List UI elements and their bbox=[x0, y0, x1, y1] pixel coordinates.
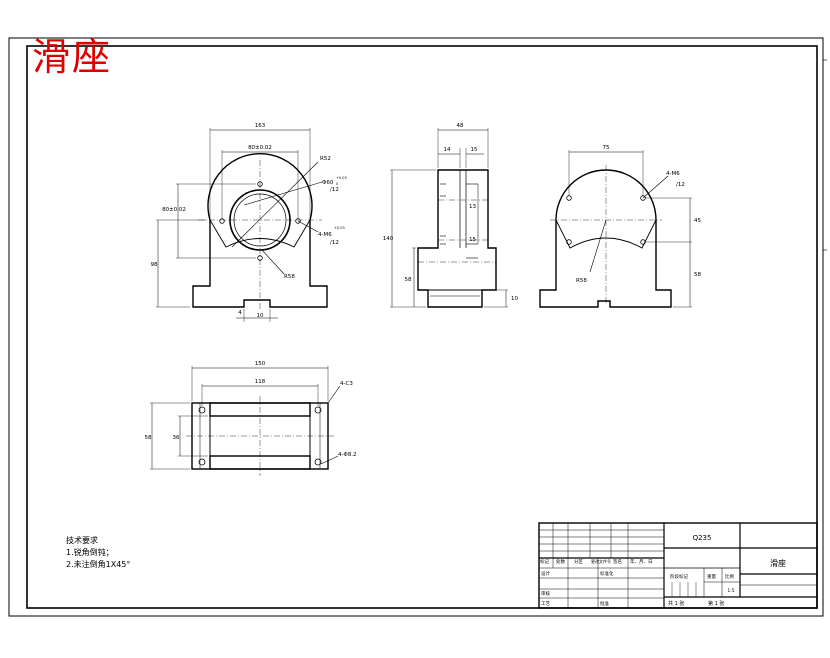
tb-col-zone: 分区 bbox=[574, 558, 583, 565]
drawing-title-stamp: 滑座 bbox=[32, 35, 113, 79]
dim-rear-58: 58 bbox=[694, 272, 701, 278]
tb-col-signature: 签名 bbox=[613, 558, 622, 565]
dim-front-height-pos: 80±0.02 bbox=[162, 207, 186, 213]
dim-front-slot-depth: 4 bbox=[238, 310, 242, 316]
dim-front-bore-tol-up: +0.03 bbox=[336, 176, 347, 180]
tb-process: 工艺 bbox=[541, 601, 550, 607]
side-view-dims: 48 14 15 140 58 10 13 15 bbox=[383, 123, 519, 302]
dim-side-mark-13: 13 bbox=[469, 204, 476, 210]
front-view bbox=[156, 128, 328, 322]
front-view-dims: 163 80±0.02 80±0.02 98 R52 Φ60 +0.03 0 /… bbox=[151, 123, 347, 319]
tb-approve: 批准 bbox=[600, 600, 609, 607]
rear-view-dims: 75 4-M6 /12 45 58 R58 bbox=[576, 145, 701, 284]
side-view bbox=[390, 128, 508, 308]
dim-front-bore-span: 80±0.02 bbox=[248, 145, 272, 151]
tb-weight: 重量 bbox=[707, 573, 716, 580]
dim-front-overall-h: 98 bbox=[151, 262, 158, 268]
tb-standardize: 标准化 bbox=[600, 570, 614, 577]
tech-note-item: 1.锐角倒钝； bbox=[66, 548, 114, 557]
dim-front-r-bottom: R58 bbox=[284, 274, 295, 280]
inner-border bbox=[26, 45, 818, 609]
dim-top-corner: 4-C3 bbox=[340, 381, 353, 387]
dim-side-total-h: 140 bbox=[383, 236, 394, 242]
dim-side-lower-h: 58 bbox=[405, 277, 412, 283]
dim-rear-span: 75 bbox=[603, 145, 610, 151]
dim-top-inner-depth: 36 bbox=[173, 435, 180, 441]
tb-review: 审核 bbox=[541, 590, 550, 597]
dim-front-bore-fit: /12 bbox=[330, 187, 339, 193]
dim-rear-hole-spec: 4-M6 bbox=[666, 171, 680, 177]
dim-side-flange: 14 bbox=[444, 147, 451, 153]
dim-side-base-h: 10 bbox=[511, 296, 518, 302]
tb-col-change-doc: 更改文件号 bbox=[591, 558, 611, 564]
dim-front-r-top: R52 bbox=[320, 156, 331, 162]
dim-front-slot-width: 10 bbox=[257, 313, 264, 319]
dim-top-length: 150 bbox=[255, 361, 266, 367]
tech-note-item: 2.未注倒角1X45° bbox=[66, 560, 131, 569]
title-block-text: Q235 滑座 标记 处数 分区 更改文件号 签名 年、月、日 设计 标准化 审… bbox=[540, 534, 786, 607]
title-block bbox=[538, 522, 818, 609]
dim-front-hole-fit: /12 bbox=[330, 240, 339, 246]
dim-rear-r-arc: R58 bbox=[576, 278, 587, 284]
part-name: 滑座 bbox=[770, 558, 786, 568]
dim-front-hole-tol: +0.03 bbox=[334, 226, 345, 230]
dim-top-depth: 58 bbox=[145, 435, 152, 441]
tb-sheet-total: 共 1 张 bbox=[668, 600, 684, 607]
material-label: Q235 bbox=[693, 534, 712, 542]
dim-front-bore-d: Φ60 bbox=[322, 180, 334, 186]
technical-requirements: 技术要求 1.锐角倒钝； 2.未注倒角1X45° bbox=[66, 535, 130, 571]
tb-design: 设计 bbox=[541, 570, 550, 577]
outer-border bbox=[8, 37, 824, 617]
tb-scale-value: 1:5 bbox=[727, 588, 734, 594]
dim-top-inner: 118 bbox=[255, 379, 266, 385]
dim-top-holes: 4-Φ8.2 bbox=[338, 452, 357, 458]
tb-sheet-index: 第 1 张 bbox=[708, 600, 724, 607]
tb-col-mark: 标记 bbox=[540, 558, 549, 565]
rear-view bbox=[539, 150, 692, 308]
tb-col-count: 处数 bbox=[556, 558, 565, 565]
dim-side-mark-15: 15 bbox=[469, 237, 476, 243]
dim-rear-45: 45 bbox=[694, 218, 701, 224]
top-view-dims: 150 118 58 36 4-C3 4-Φ8.2 bbox=[145, 361, 357, 458]
dim-side-width: 48 bbox=[457, 123, 464, 129]
dim-front-bore-tol-dn: 0 bbox=[336, 182, 338, 186]
dim-side-web: 15 bbox=[471, 147, 478, 153]
tb-col-date: 年、月、日 bbox=[630, 558, 653, 565]
dim-front-hole-spec: 4-M6 bbox=[318, 232, 332, 238]
tb-stage-mark: 阶段标记 bbox=[670, 573, 688, 580]
dim-front-width: 163 bbox=[255, 123, 266, 129]
tech-notes-heading: 技术要求 bbox=[66, 536, 98, 545]
top-view bbox=[150, 366, 341, 476]
tb-ratio: 比例 bbox=[725, 573, 734, 580]
dim-rear-hole-fit: /12 bbox=[676, 182, 685, 188]
